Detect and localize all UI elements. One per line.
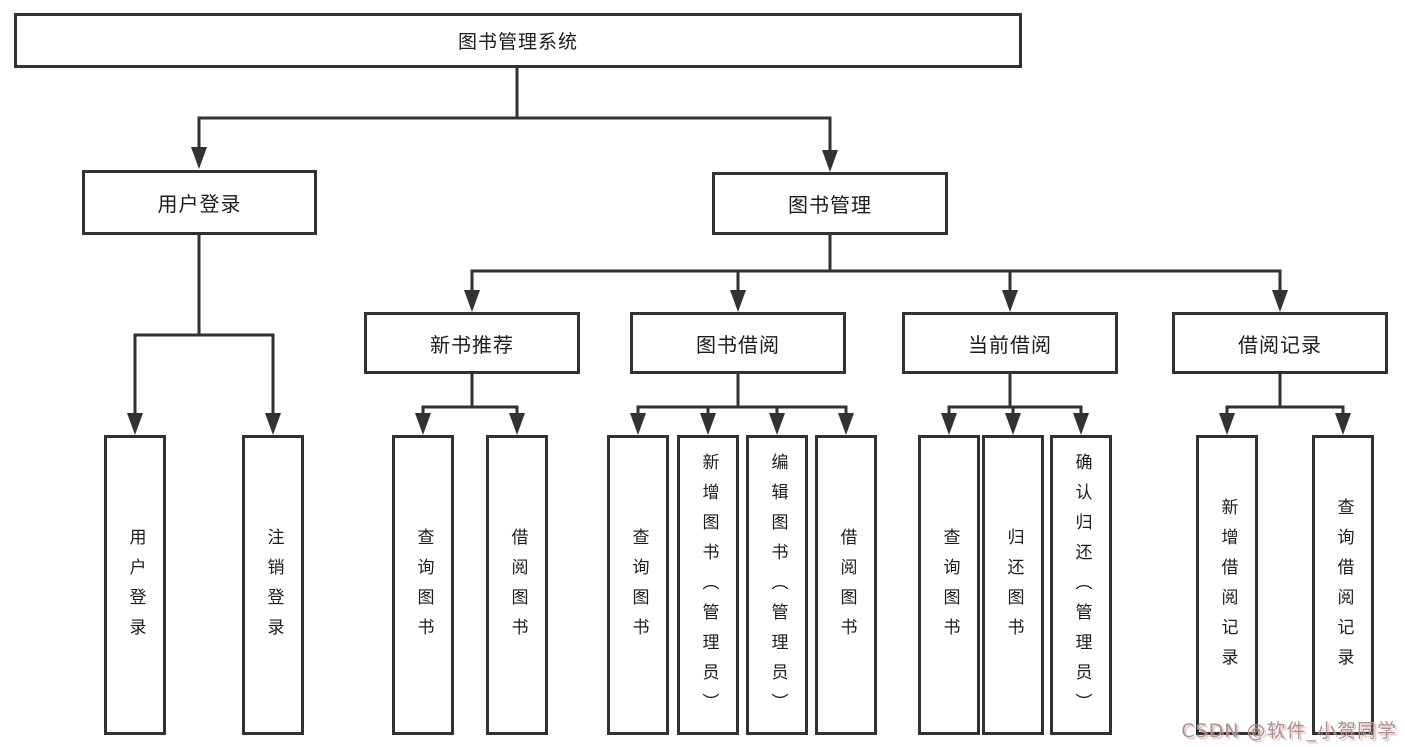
node-label: 借阅记录 xyxy=(1238,332,1322,357)
node-label: 用户登录 xyxy=(157,192,242,216)
node-new-book-recommend: 新书推荐 xyxy=(364,312,580,374)
arrowhead-icon xyxy=(464,290,480,312)
leaf-edit-book-admin: 编辑图书（管理员） xyxy=(746,435,808,735)
leaf-logout: 注销登录 xyxy=(242,435,304,735)
leaf-borrow-book: 借阅图书 xyxy=(486,435,548,735)
leaf-query-book: 查询图书 xyxy=(918,435,980,735)
leaf-add-borrow-record: 新增借阅记录 xyxy=(1196,435,1258,735)
node-root-system: 图书管理系统 xyxy=(14,13,1022,68)
arrowhead-icon xyxy=(1002,290,1018,312)
arrowhead-icon xyxy=(1272,290,1288,312)
arrowhead-icon xyxy=(630,413,646,435)
arrowhead-icon xyxy=(1335,413,1351,435)
arrowhead-icon xyxy=(265,413,281,435)
node-label: 图书借阅 xyxy=(696,332,780,357)
arrowhead-icon xyxy=(1005,413,1021,435)
leaf-query-borrow-record: 查询借阅记录 xyxy=(1312,435,1374,735)
node-label: 当前借阅 xyxy=(968,332,1052,357)
node-book-borrowing: 图书借阅 xyxy=(630,312,846,374)
arrowhead-icon xyxy=(838,413,854,435)
node-label: 新书推荐 xyxy=(430,332,514,357)
leaf-borrow-book: 借阅图书 xyxy=(815,435,877,735)
arrowhead-icon xyxy=(941,413,957,435)
arrowhead-icon xyxy=(822,150,838,172)
arrowhead-icon xyxy=(1073,413,1089,435)
leaf-confirm-return-admin: 确认归还（管理员） xyxy=(1050,435,1112,735)
leaf-return-book: 归还图书 xyxy=(982,435,1044,735)
arrowhead-icon xyxy=(700,413,716,435)
arrowhead-icon xyxy=(730,290,746,312)
leaf-query-book: 查询图书 xyxy=(392,435,454,735)
arrowhead-icon xyxy=(509,413,525,435)
node-book-management: 图书管理 xyxy=(712,172,948,235)
leaf-add-book-admin: 新增图书（管理员） xyxy=(677,435,739,735)
node-user-login: 用户登录 xyxy=(82,170,317,235)
node-label: 图书管理 xyxy=(788,193,872,217)
arrowhead-icon xyxy=(127,413,143,435)
arrowhead-icon xyxy=(769,413,785,435)
arrowhead-icon xyxy=(1219,413,1235,435)
leaf-query-book: 查询图书 xyxy=(607,435,669,735)
arrowhead-icon xyxy=(191,147,207,169)
node-current-borrowing: 当前借阅 xyxy=(902,312,1118,374)
node-root-label: 图书管理系统 xyxy=(457,31,578,53)
leaf-user-login: 用户登录 xyxy=(104,435,166,735)
csdn-watermark: CSDN @软件_小贺同学 xyxy=(1181,720,1397,742)
node-borrow-records: 借阅记录 xyxy=(1172,312,1388,374)
arrowhead-icon xyxy=(415,413,431,435)
